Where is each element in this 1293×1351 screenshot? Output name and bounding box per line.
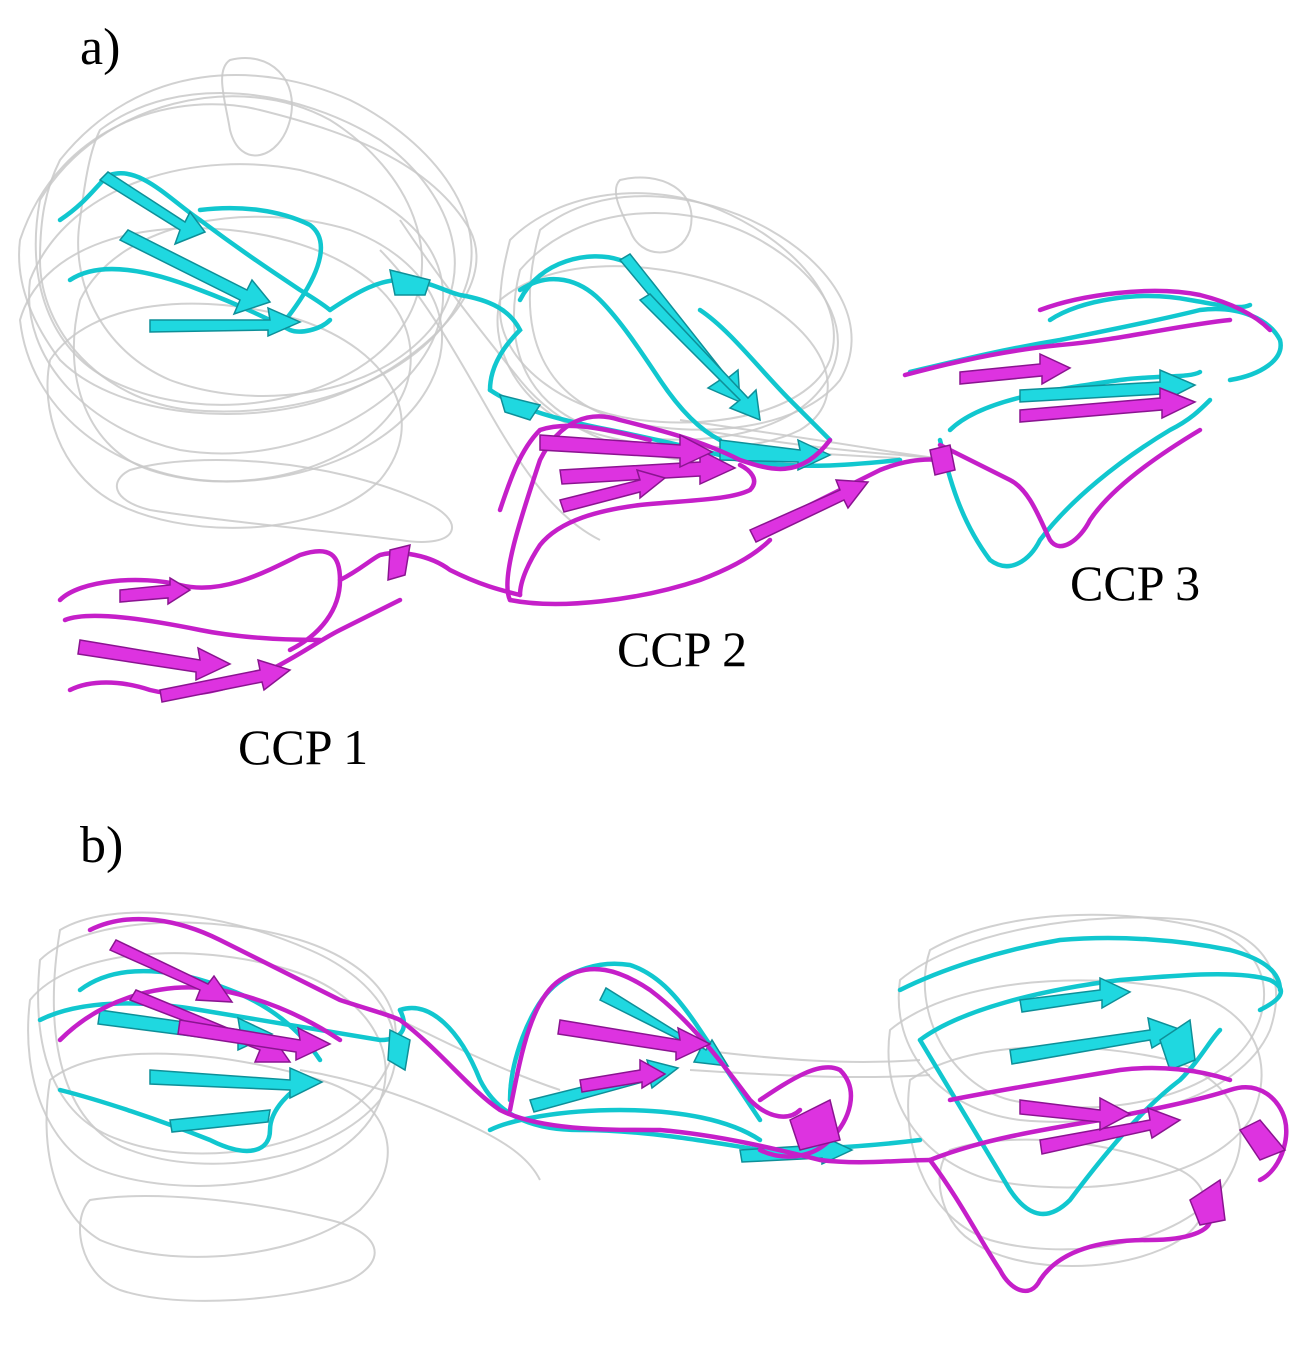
panel-b-label: b) (80, 817, 124, 874)
panel-a-cyan-structure (57, 171, 1283, 569)
panel-a-label: a) (80, 19, 121, 76)
ccp3-label: CCP 3 (1070, 555, 1201, 611)
ccp2-label: CCP 2 (617, 621, 748, 677)
panel-a-magenta-structure (57, 288, 1273, 703)
panel-b-magenta-structure (57, 916, 1289, 1293)
panel-b-ensemble-traces (27, 911, 1278, 1302)
panel-a-ensemble-traces (18, 57, 951, 543)
ccp1-label: CCP 1 (238, 719, 369, 775)
